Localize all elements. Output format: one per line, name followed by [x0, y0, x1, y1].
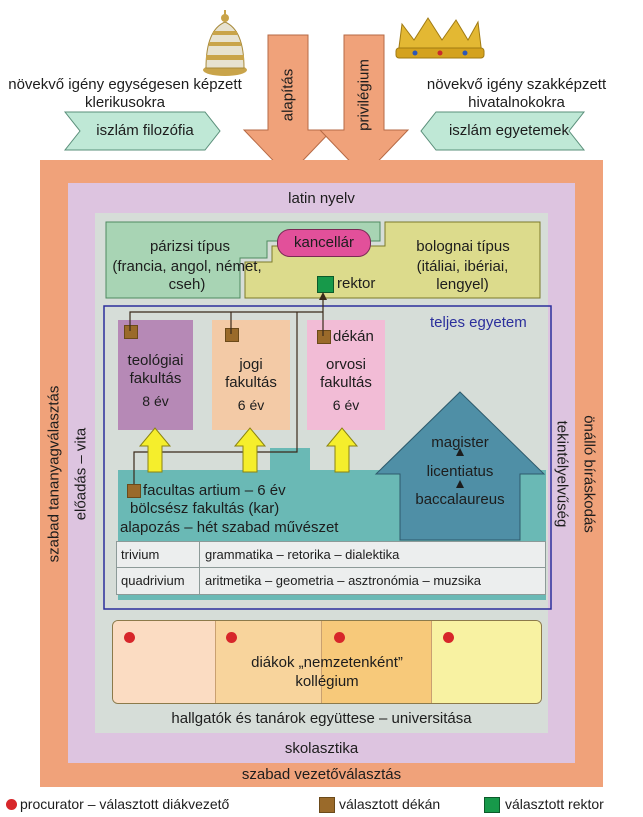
top-graphics [63, 10, 586, 177]
faculty-law-name: jogi fakultás [225, 356, 277, 391]
paris-title: párizsi típus [149, 238, 231, 255]
down-arrow-alapitas [242, 34, 334, 177]
artium-line1: facultas artium – 6 év [143, 482, 286, 499]
down-arrow-privilegium [318, 34, 410, 177]
outer-bottom-label: szabad vezetőválasztás [241, 766, 402, 783]
bologna-title: bolognai típus [416, 238, 510, 255]
college-label: kollégium [295, 673, 359, 690]
degree-step-arrow-1 [456, 448, 464, 456]
nations-label: diákok „nemzetenként” [251, 654, 403, 671]
inner-bottom-label: skolasztika [284, 740, 359, 757]
paris-detail: (francia, angol, német, cseh) [112, 258, 262, 293]
degree-arrow [374, 391, 546, 541]
artium-line2: bölcsész fakultás (kar) [130, 500, 280, 517]
faculty-law-years: 6 év [237, 397, 265, 413]
inner-top-label: latin nyelv [288, 190, 355, 207]
legend-procurator-dot [6, 799, 17, 810]
liberal-arts-table: trivium grammatika – retorika – dialekti… [116, 541, 546, 595]
dekan-square-theology [124, 325, 138, 339]
table-row-trivium: trivium grammatika – retorika – dialekti… [117, 542, 545, 568]
royal-crown-icon [395, 17, 485, 59]
yellow-arrow-law [233, 427, 267, 473]
right-demand-text: növekvő igény szakképzett hivatalnokokra [426, 76, 607, 111]
degree-step-arrow-2 [456, 480, 464, 488]
degree-magister: magister [431, 434, 489, 451]
left-banner-label: iszlám filozófia [96, 122, 194, 139]
left-banner-arrow [63, 111, 221, 151]
universitas-label: hallgatók és tanárok együttese – univers… [171, 710, 472, 727]
rektor-arrow-head [319, 292, 327, 300]
artium-line3: alapozás – hét szabad művészet [120, 519, 339, 536]
yellow-arrow-medicine [325, 427, 359, 473]
degree-licentiatus: licentiatus [426, 463, 494, 480]
faculty-medicine-years: 6 év [332, 397, 360, 413]
dekan-label: dékán [333, 328, 374, 345]
table-divider [199, 568, 200, 594]
nation-divider [321, 621, 322, 703]
trivium-label: trivium [121, 547, 160, 562]
legend-procurator: procurator – választott diákvezető [20, 796, 230, 812]
bologna-detail: (itáliai, ibériai, lengyel) [416, 258, 509, 293]
right-banner-arrow [420, 111, 586, 151]
connector-theology [129, 311, 323, 331]
table-row-quadrivium: quadrivium aritmetika – geometria – aszt… [117, 568, 545, 594]
faculty-theology-name: teológiai fakultás [127, 352, 184, 387]
left-demand-text: növekvő igény egységesen képzett kleriku… [8, 76, 242, 111]
table-divider [199, 542, 200, 567]
rektor-label: rektor [337, 275, 376, 292]
faculty-theology-years: 8 év [142, 393, 169, 409]
legend-rektor-square [484, 797, 500, 813]
procurator-dot [443, 632, 454, 643]
legend-rektor: választott rektor [505, 796, 604, 812]
kancellar-label: kancellár [293, 234, 355, 251]
full-university-label: teljes egyetem [430, 314, 527, 331]
dekan-square-artium [127, 484, 141, 498]
faculty-medicine-name: orvosi fakultás [320, 356, 372, 391]
trivium-subjects: grammatika – retorika – dialektika [205, 547, 400, 562]
degree-baccalaureus: baccalaureus [415, 491, 505, 508]
nation-divider [215, 621, 216, 703]
procurator-dot [124, 632, 135, 643]
legend-dekan: választott dékán [339, 796, 441, 812]
quadrivium-label: quadrivium [121, 573, 185, 588]
dekan-square-law [225, 328, 239, 342]
right-banner-label: iszlám egyetemek [448, 122, 570, 139]
procurator-dot [226, 632, 237, 643]
college-box: diákok „nemzetenként” kollégium [112, 620, 542, 704]
full-university-frame [103, 305, 552, 610]
quadrivium-subjects: aritmetika – geometria – asztronómia – m… [205, 573, 482, 588]
legend-dekan-square [319, 797, 335, 813]
yellow-arrow-theology [138, 427, 172, 473]
connector-artium [133, 312, 298, 490]
kancellar-badge: kancellár [277, 229, 371, 257]
nation-divider [431, 621, 432, 703]
procurator-dot [334, 632, 345, 643]
rektor-square [317, 276, 334, 293]
papal-tiara-icon [203, 10, 247, 76]
dekan-square-medicine [317, 330, 331, 344]
